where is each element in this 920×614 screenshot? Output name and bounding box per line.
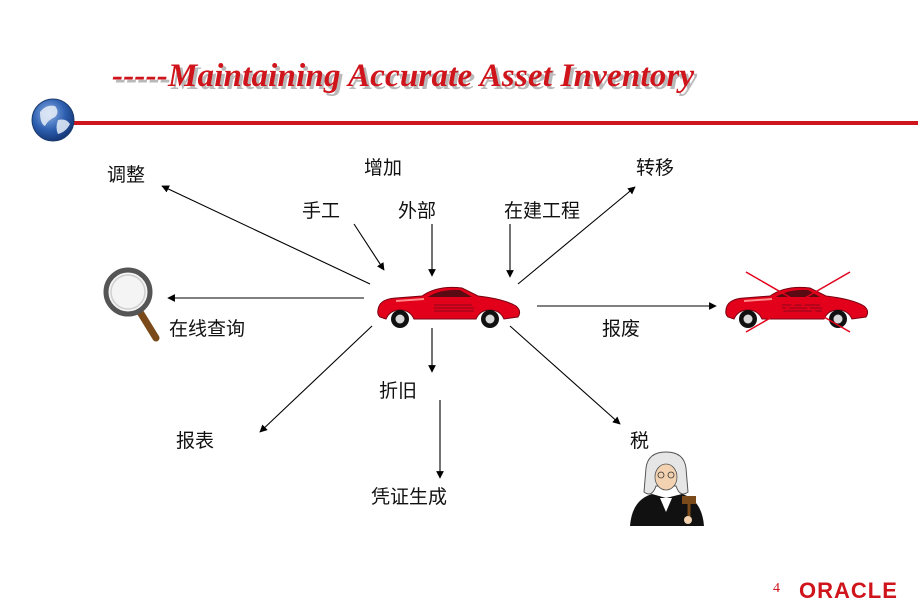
globe-icon: [31, 98, 75, 142]
arrow-tax: [509, 325, 621, 425]
slide-title: -----Maintaining Accurate Asset Inventor…: [112, 58, 695, 94]
label-tax: 税: [630, 430, 650, 452]
arrow-transfer: [517, 186, 636, 285]
oracle-logo: ORACLE: [799, 578, 898, 603]
judge-icon: [630, 451, 704, 526]
page-number: 4: [773, 581, 780, 596]
label-journal: 凭证生成: [371, 486, 448, 508]
arrow-reports: [259, 325, 373, 433]
label-add: 增加: [364, 157, 403, 179]
label-retire: 报废: [602, 318, 641, 340]
label-manual: 手工: [302, 200, 341, 222]
label-external: 外部: [398, 200, 437, 222]
retired-car-icon: [724, 271, 869, 333]
magnifier-icon: [103, 267, 160, 342]
label-depreciation: 折旧: [379, 380, 418, 402]
arrow-adjust: [161, 185, 371, 285]
car-icon: [376, 286, 521, 329]
arrow-manual: [353, 223, 385, 271]
label-reports: 报表: [176, 430, 215, 452]
label-cip: 在建工程: [504, 200, 581, 222]
label-online-query: 在线查询: [169, 318, 246, 340]
label-adjust: 调整: [107, 164, 146, 186]
label-transfer: 转移: [636, 157, 675, 179]
arrows: [161, 185, 717, 479]
